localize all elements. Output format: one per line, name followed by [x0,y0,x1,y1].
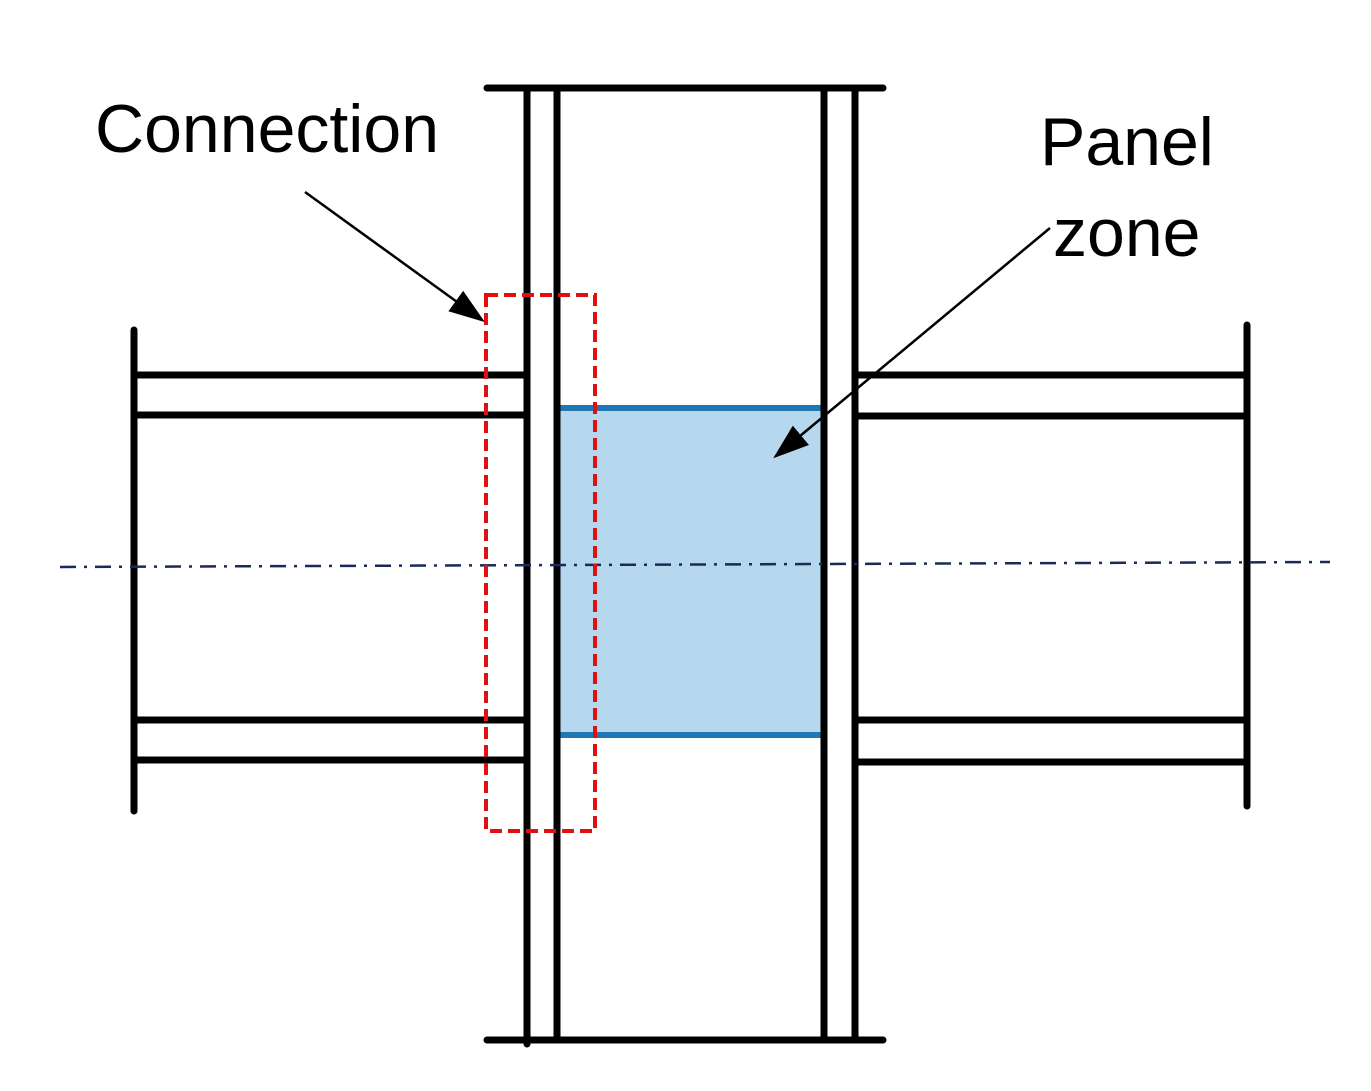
panel-zone-label-line1: Panel [1040,104,1214,180]
panel-zone-arrow-icon [773,227,1051,459]
connection-arrow-icon [304,190,485,323]
connection-box [484,293,597,833]
panel-zone-fill [558,408,822,735]
left-beam [130,326,528,815]
connection-label: Connection [95,91,439,167]
beam-centerline [59,560,1331,569]
panel-zone-label-line2: zone [1053,195,1200,271]
right-beam [854,321,1251,810]
panel-zone [558,405,822,738]
